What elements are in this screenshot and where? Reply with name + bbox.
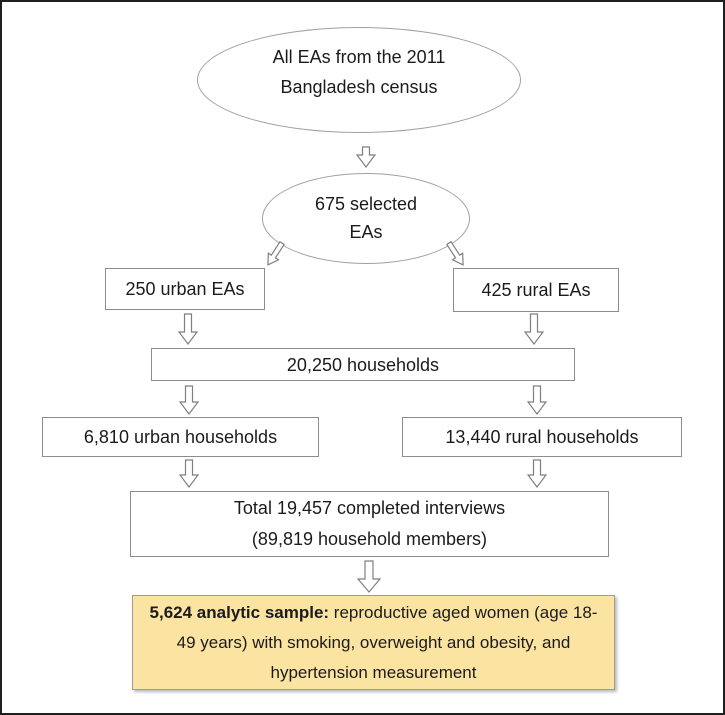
down-block-arrow-icon — [527, 459, 547, 488]
arrow-households-to-urban-households — [179, 385, 199, 415]
arrow-census-to-selected-eas — [356, 146, 376, 168]
down-block-arrow-icon — [178, 313, 198, 345]
down-block-arrow-icon — [527, 385, 547, 415]
box-rural-eas: 425 rural EAs — [453, 268, 619, 312]
analytic-sample-count: 5,624 analytic sample: — [149, 602, 330, 622]
selected-eas-label: 675 selected EAs — [315, 190, 417, 248]
down-block-arrow-icon — [179, 459, 199, 488]
arrow-rural-households-to-interviews — [527, 459, 547, 488]
total-interviews-label: Total 19,457 completed interviews (89,81… — [234, 493, 505, 555]
arrow-selected-to-rural-eas — [443, 238, 470, 269]
rural-eas-label: 425 rural EAs — [481, 280, 591, 300]
arrow-rural-eas-to-households — [524, 313, 544, 345]
box-urban-households: 6,810 urban households — [42, 417, 319, 457]
down-block-arrow-icon — [179, 385, 199, 415]
down-right-block-arrow-icon — [445, 240, 464, 266]
down-block-arrow-icon — [356, 146, 376, 168]
census-line-1: All EAs from the 2011 — [272, 47, 446, 67]
box-urban-eas: 250 urban EAs — [105, 268, 265, 310]
box-rural-households: 13,440 rural households — [402, 417, 682, 457]
analytic-sample-label: 5,624 analytic sample: reproductive aged… — [141, 598, 606, 688]
households-label: 20,250 households — [286, 354, 440, 375]
ellipse-selected-eas: 675 selected EAs — [262, 173, 470, 264]
urban-eas-label: 250 urban EAs — [125, 279, 245, 299]
arrow-urban-eas-to-households — [178, 313, 198, 345]
arrow-households-to-rural-households — [527, 385, 547, 415]
arrow-selected-to-urban-eas — [262, 238, 289, 269]
rural-households-label: 13,440 rural households — [445, 427, 639, 447]
box-total-interviews: Total 19,457 completed interviews (89,81… — [130, 491, 609, 557]
box-analytic-sample: 5,624 analytic sample: reproductive aged… — [132, 595, 615, 690]
selected-eas-line-2: EAs — [349, 221, 383, 242]
census-line-2: Bangladesh census — [280, 77, 438, 97]
total-interviews-line-2: (89,819 household members) — [251, 529, 488, 549]
down-block-arrow-icon — [357, 560, 381, 593]
urban-households-label: 6,810 urban households — [83, 427, 278, 447]
arrow-urban-households-to-interviews — [179, 459, 199, 488]
analytic-sample-description: reproductive aged women (age 18-49 years… — [176, 602, 598, 682]
total-interviews-line-1: Total 19,457 completed interviews — [233, 498, 506, 518]
arrow-interviews-to-analytic-sample — [357, 560, 381, 593]
down-block-arrow-icon — [524, 313, 544, 345]
ellipse-census: All EAs from the 2011 Bangladesh census — [197, 27, 521, 133]
down-left-block-arrow-icon — [267, 240, 286, 266]
selected-eas-line-1: 675 selected — [314, 193, 418, 214]
box-households: 20,250 households — [151, 348, 575, 381]
census-label: All EAs from the 2011 Bangladesh census — [273, 42, 446, 118]
